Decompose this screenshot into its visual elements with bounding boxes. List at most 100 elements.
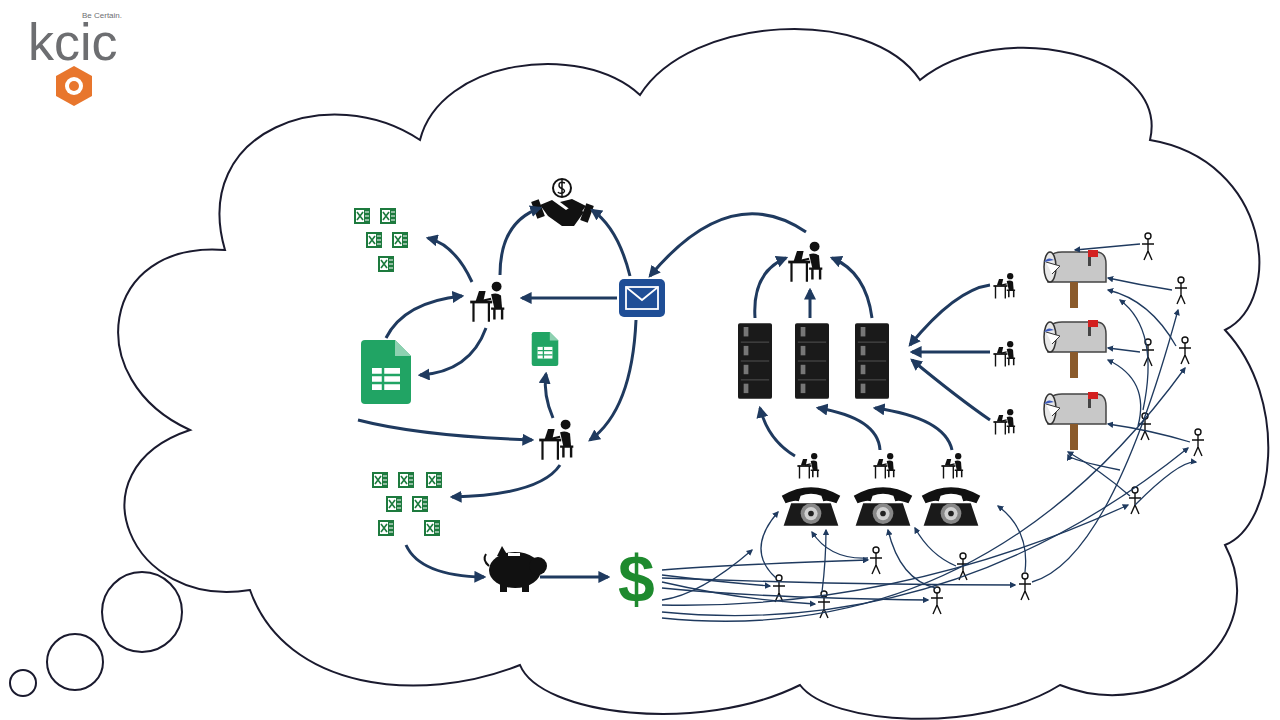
art-path — [915, 528, 956, 566]
art-path — [662, 560, 868, 570]
art-path — [1108, 360, 1141, 426]
art-rect — [500, 582, 507, 592]
art-path — [545, 374, 553, 418]
art-path — [485, 554, 489, 566]
art-use — [376, 254, 396, 274]
art-path — [500, 208, 540, 275]
art-use — [870, 547, 882, 574]
art-path — [818, 408, 880, 450]
telephones — [782, 487, 980, 526]
art-use — [364, 230, 384, 250]
art-path — [912, 351, 990, 354]
art-use — [922, 487, 980, 526]
art-rect — [508, 553, 520, 556]
art-use — [370, 470, 390, 490]
art-use — [352, 206, 372, 226]
art-use — [782, 487, 840, 526]
art-path — [912, 360, 990, 420]
art-use — [773, 575, 785, 602]
art-path — [558, 180, 565, 196]
art-use — [1019, 573, 1031, 600]
art-path — [662, 448, 1188, 616]
tagline: Be Certain. — [82, 12, 122, 20]
art-use — [1044, 250, 1106, 308]
art-use — [1179, 337, 1191, 364]
art-use — [424, 470, 444, 490]
art-path — [590, 320, 636, 440]
art-path — [809, 290, 812, 318]
art-path — [420, 328, 486, 375]
art-path — [1075, 244, 1140, 250]
piggy-bank — [485, 546, 547, 592]
art-use — [1044, 320, 1106, 378]
art-path — [812, 532, 868, 558]
art-path — [760, 408, 795, 456]
art-polygon — [56, 66, 92, 106]
art-path — [1108, 424, 1190, 442]
art-use — [788, 242, 822, 282]
envelope-icon — [619, 279, 665, 317]
art-use — [390, 230, 410, 250]
art-path — [386, 296, 462, 338]
art-use — [1044, 392, 1106, 450]
art-path — [662, 582, 815, 604]
art-use — [855, 323, 889, 399]
art-path — [755, 258, 786, 318]
handshake-icon — [531, 179, 594, 226]
thought-bubble — [47, 634, 103, 690]
art-path — [522, 297, 617, 300]
excel-icons — [352, 206, 444, 538]
art-circle — [553, 179, 571, 197]
art-path — [761, 512, 778, 578]
art-path — [875, 408, 952, 450]
art-rect — [626, 287, 658, 309]
art-path — [560, 199, 586, 214]
art-path — [1108, 278, 1172, 290]
art-path — [452, 465, 560, 497]
art-path — [497, 546, 508, 556]
spreadsheet-icon — [361, 340, 411, 404]
art-circle — [65, 77, 83, 95]
art-circle — [529, 557, 547, 575]
art-use — [396, 470, 416, 490]
art-use — [873, 453, 895, 479]
art-use — [854, 487, 912, 526]
art-use — [931, 587, 943, 614]
filing-cabinets — [738, 323, 889, 399]
mailboxes — [1044, 250, 1106, 450]
logo-icon — [56, 66, 92, 106]
art-use — [941, 453, 963, 479]
art-path — [650, 214, 806, 276]
thought-bubble — [10, 670, 36, 696]
art-rect — [580, 203, 594, 223]
art-path — [1068, 455, 1120, 470]
logo-text: kcic — [28, 16, 118, 68]
art-use — [1192, 429, 1204, 456]
art-path — [1032, 310, 1178, 582]
art-path — [358, 420, 532, 440]
art-use — [797, 453, 819, 479]
art-path — [998, 506, 1026, 572]
art-use — [993, 341, 1015, 367]
art-path — [1108, 290, 1176, 346]
contact-arrows — [662, 244, 1196, 621]
art-rect — [619, 279, 665, 317]
art-use — [376, 518, 396, 538]
art-path — [662, 550, 752, 600]
art-path — [540, 576, 608, 579]
art-use — [993, 273, 1015, 299]
art-path — [428, 238, 472, 282]
thought-cloud — [118, 29, 1268, 719]
art-circle — [69, 81, 79, 91]
art-path — [406, 545, 484, 577]
art-path — [910, 285, 990, 345]
art-path — [662, 578, 1015, 585]
art-use — [1175, 277, 1187, 304]
dollar-sign: $ — [618, 546, 655, 612]
art-use — [384, 494, 404, 514]
art-use — [795, 323, 829, 399]
art-path — [832, 258, 872, 318]
art-use — [539, 420, 573, 460]
